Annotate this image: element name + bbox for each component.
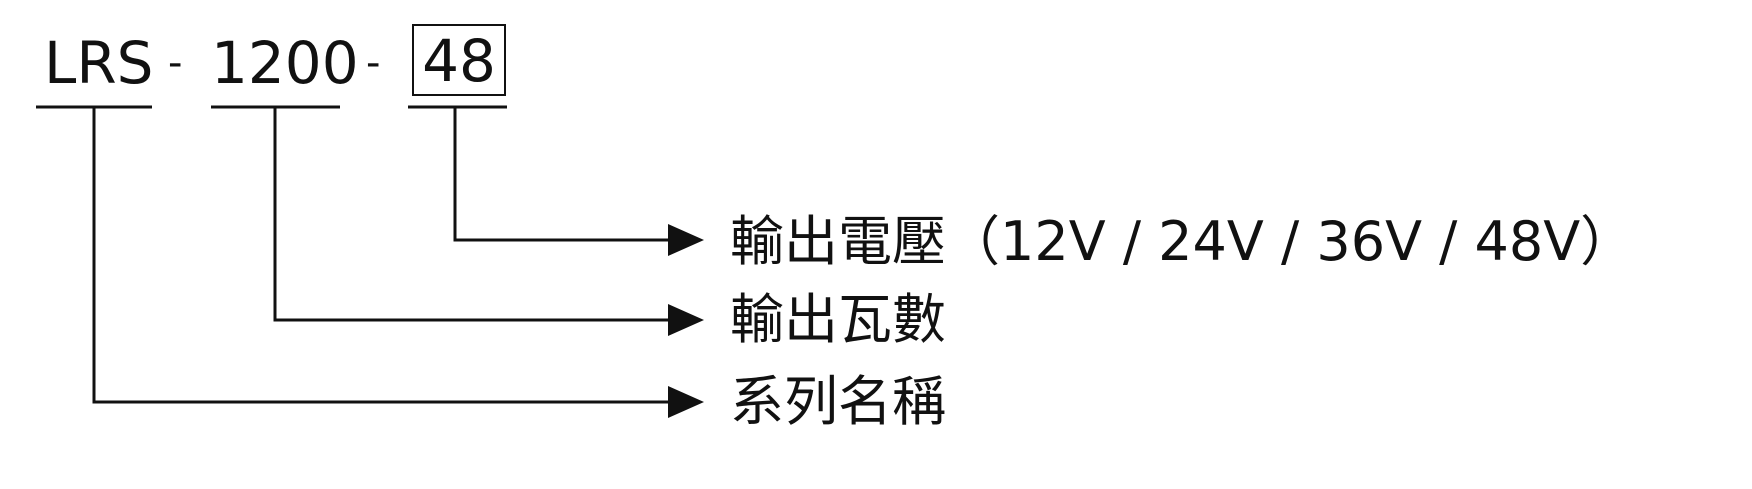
code-wattage: 1200 [211, 29, 359, 97]
code-separator-2: - [366, 40, 381, 86]
connector-wattage [273, 107, 670, 322]
code-separator-1: - [168, 40, 183, 86]
code-voltage-box: 48 [412, 24, 506, 96]
connector-voltage [453, 107, 670, 242]
arrow-head-voltage [668, 224, 704, 256]
label-output-wattage: 輸出瓦數 [730, 288, 946, 351]
label-series-name: 系列名稱 [730, 370, 946, 433]
arrow-head-wattage [668, 304, 704, 336]
connector-series [92, 107, 670, 404]
arrow-head-series [668, 386, 704, 418]
code-series: LRS [44, 29, 154, 97]
label-output-voltage: 輸出電壓（12V / 24V / 36V / 48V） [730, 210, 1635, 273]
